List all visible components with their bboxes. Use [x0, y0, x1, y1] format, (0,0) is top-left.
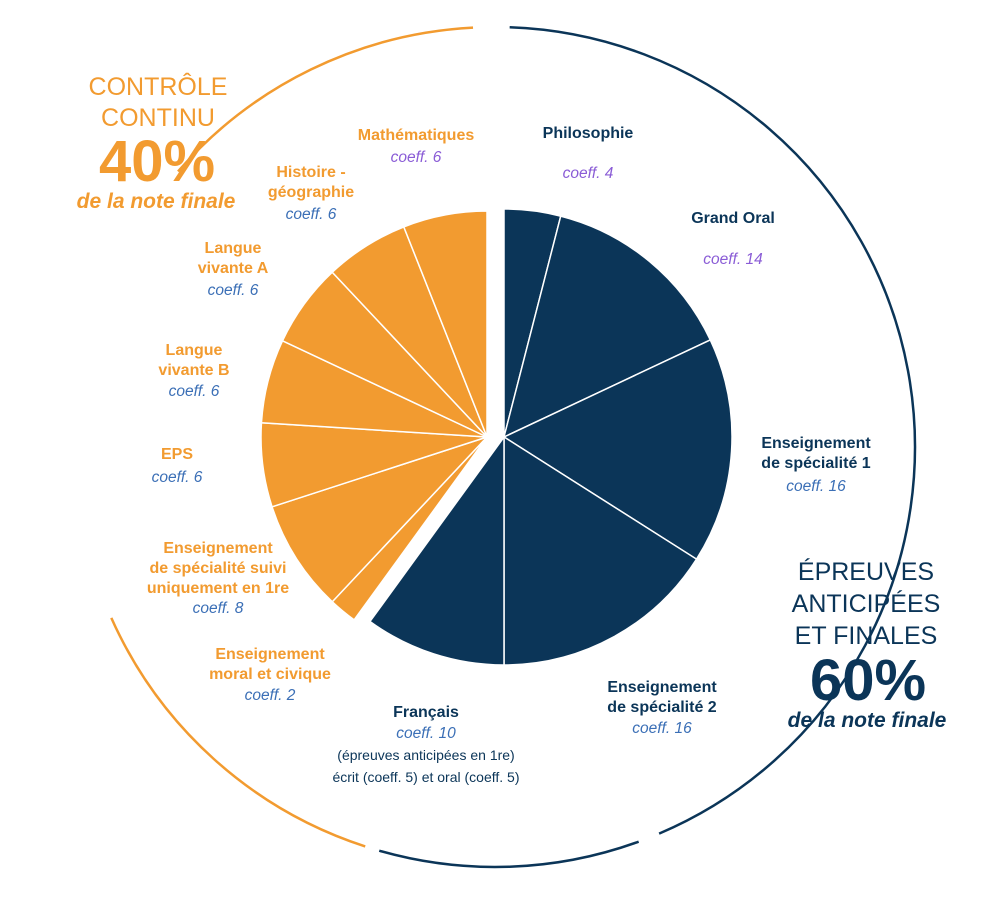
continu-outer-arc-upper: [177, 26, 474, 173]
slice-label-0-line-0: Philosophie: [543, 125, 634, 142]
continu-title-line-1: CONTINU: [101, 104, 215, 132]
slice-coeff-3: coeff. 16: [632, 720, 692, 737]
epreuves-percent: 60%: [810, 648, 926, 713]
epreuves-outer-arc: [509, 26, 917, 835]
group-gap: [352, 437, 496, 633]
slice-coeff-7: coeff. 6: [152, 469, 203, 486]
pie-slice-11: [402, 210, 488, 438]
slice-coeff-2: coeff. 16: [786, 478, 846, 495]
slice-label-6-line-2: uniquement en 1re: [147, 580, 289, 597]
slice-label-2-line-0: Enseignement: [761, 435, 871, 452]
pie-slice-1: [502, 215, 712, 439]
slice-coeff-1: coeff. 14: [703, 251, 763, 268]
continu-outer-arc-lower: [110, 617, 366, 848]
slice-label-2-line-1: de spécialité 1: [761, 455, 870, 472]
slice-coeff-10: coeff. 6: [286, 206, 337, 223]
slice-label-7-line-0: EPS: [161, 446, 193, 463]
slice-label-9-line-1: vivante A: [198, 260, 269, 277]
slice-coeff-11: coeff. 6: [391, 149, 442, 166]
epreuves-title-line-0: ÉPREUVES: [798, 557, 934, 586]
slice-coeff-0: coeff. 4: [563, 165, 614, 182]
pie-slice-3: [503, 435, 698, 666]
slice-coeff-4: coeff. 10: [396, 725, 456, 742]
slice-label-6-line-0: Enseignement: [163, 540, 273, 557]
epreuves-title-line-2: ET FINALES: [795, 622, 938, 650]
continu-subtitle: de la note finale: [77, 190, 236, 213]
slice-note-4-line-0: (épreuves anticipées en 1re): [337, 747, 514, 763]
slice-coeff-9: coeff. 6: [208, 282, 259, 299]
continu-percent: 40%: [99, 129, 215, 194]
slice-label-11-line-0: Mathématiques: [358, 127, 475, 144]
slice-label-8-line-1: vivante B: [158, 362, 229, 379]
slice-label-10-line-0: Histoire -: [276, 164, 345, 181]
pie-slice-4: [368, 434, 505, 666]
slice-label-6-line-1: de spécialité suivi: [150, 560, 287, 577]
slice-label-3-line-1: de spécialité 2: [607, 699, 716, 716]
pie-slice-2: [502, 338, 733, 561]
slice-label-5-line-0: Enseignement: [215, 646, 325, 663]
pie-slice-6: [271, 436, 488, 603]
slice-label-5-line-1: moral et civique: [209, 666, 331, 683]
slice-coeff-5: coeff. 2: [245, 687, 296, 704]
slice-label-8-line-0: Langue: [166, 342, 223, 359]
slice-label-10-line-1: géographie: [268, 184, 354, 201]
epreuves-title-line-1: ANTICIPÉES: [792, 589, 941, 618]
slice-label-1-line-0: Grand Oral: [691, 210, 775, 227]
slice-coeff-6: coeff. 8: [193, 600, 244, 617]
epreuves-subtitle: de la note finale: [788, 709, 947, 732]
epreuves-outer-arc-lower: [378, 840, 640, 869]
continu-title-line-0: CONTRÔLE: [89, 72, 228, 101]
slice-coeff-8: coeff. 6: [169, 383, 220, 400]
slice-note-4-line-1: écrit (coeff. 5) et oral (coeff. 5): [332, 769, 519, 785]
slice-label-9-line-0: Langue: [205, 240, 262, 257]
slice-label-4-line-0: Français: [393, 704, 459, 721]
slice-label-3-line-0: Enseignement: [607, 679, 717, 696]
